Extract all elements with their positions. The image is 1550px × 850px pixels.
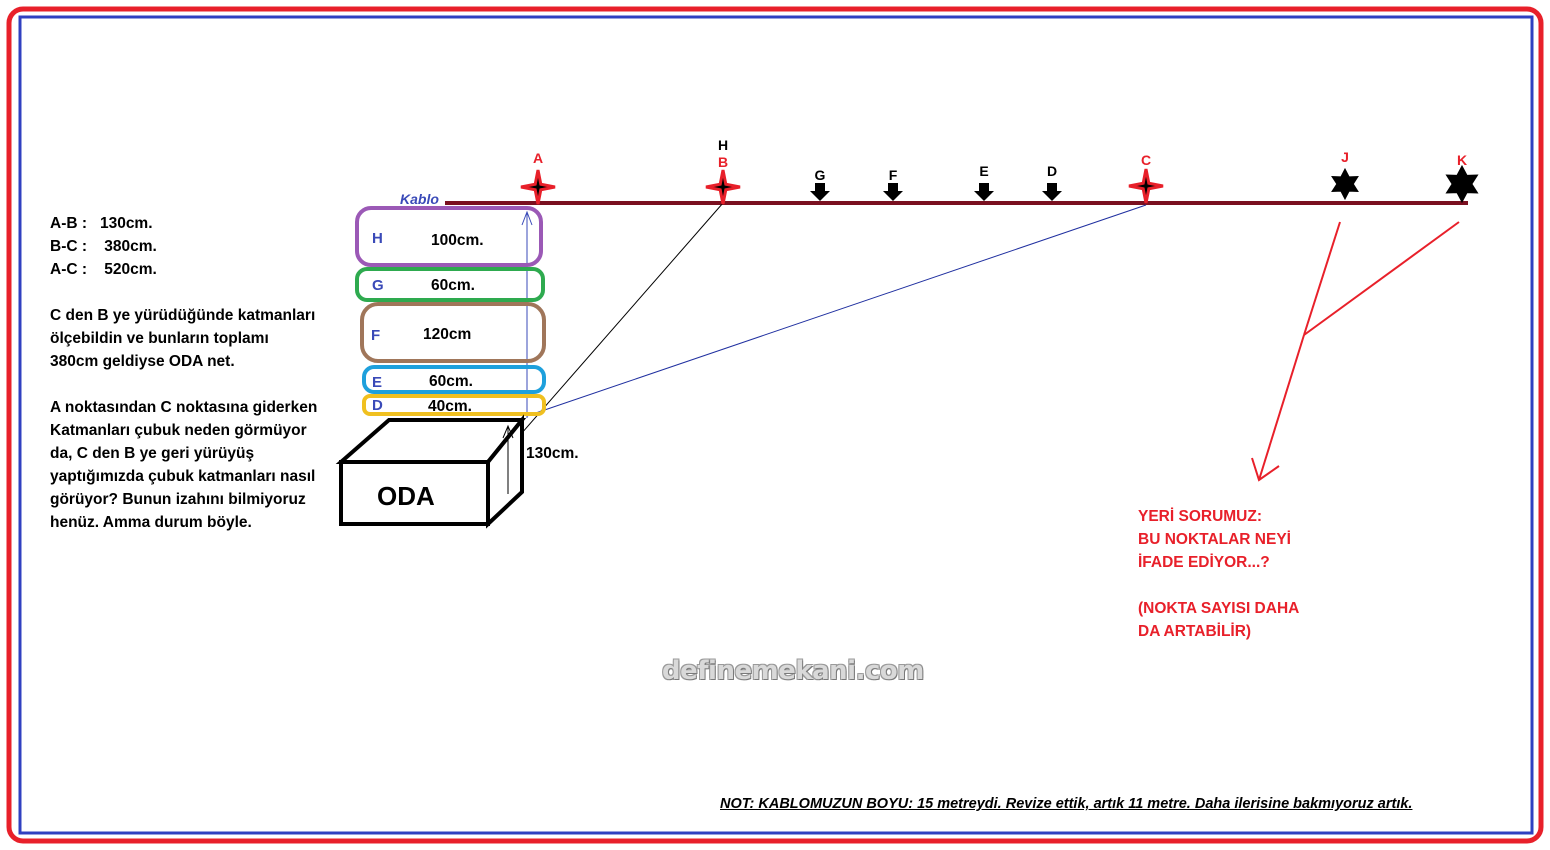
layer-e-value: 60cm. [429, 373, 473, 390]
layer-d-letter: D [372, 397, 383, 414]
point-f: F [883, 167, 903, 201]
point-a-label: A [533, 150, 543, 166]
paragraph1-line: ölçebildin ve bunların toplamı [50, 330, 269, 347]
cable-label: Kablo [400, 191, 439, 207]
layer-f-value: 120cm [423, 326, 471, 343]
point-f-label: F [889, 167, 898, 183]
outer-frame [6, 6, 1544, 844]
red-arrows [1251, 221, 1460, 482]
point-k: K [1445, 152, 1479, 204]
point-b: B [705, 154, 741, 205]
paragraph2-line: A noktasından C noktasına giderken [50, 399, 318, 416]
paragraph1-line: C den B ye yürüdüğünde katmanları [50, 307, 316, 324]
layer-f: F 120cm [360, 302, 546, 363]
layer-e: E 60cm. [362, 365, 546, 394]
point-j-marker [1331, 167, 1359, 201]
layer-g: G 60cm. [355, 267, 545, 302]
paragraph2-line: Katmanları çubuk neden görmüyor [50, 422, 307, 439]
layer-g-value: 60cm. [431, 277, 475, 294]
point-d-label: D [1047, 163, 1057, 179]
point-a: A [520, 150, 556, 205]
paragraph2-line: yaptığımızda çubuk katmanları nasıl [50, 468, 316, 485]
question-block: YERİ SORUMUZ: BU NOKTALAR NEYİ İFADE EDİ… [1138, 505, 1398, 643]
point-g: G [810, 167, 830, 201]
point-h-label: H [718, 137, 728, 153]
point-c-label: C [1141, 152, 1151, 168]
point-h: H [718, 137, 728, 153]
bottom-note: NOT: KABLOMUZUN BOYU: 15 metreydi. Reviz… [720, 796, 1413, 812]
point-e-label: E [979, 163, 988, 179]
point-a-marker [520, 169, 556, 205]
paragraph1-line: 380cm geldiyse ODA net. [50, 353, 235, 370]
layer-h-letter: H [372, 230, 383, 247]
layer-f-letter: F [371, 327, 380, 344]
layer-e-letter: E [372, 374, 382, 391]
point-c-marker [1128, 168, 1164, 204]
measurement-row: B-C : 380cm. [50, 238, 157, 255]
question-line: YERİ SORUMUZ: [1138, 508, 1262, 525]
layer-d-value: 40cm. [428, 398, 472, 415]
point-c: C [1128, 152, 1164, 204]
guide-arrow-a [521, 210, 533, 226]
point-b-marker [705, 169, 741, 205]
left-text-block: A-B : 130cm. B-C : 380cm. A-C : 520cm. C… [50, 212, 350, 534]
point-j-label: J [1341, 149, 1349, 165]
point-g-label: G [815, 167, 826, 183]
paragraph2-line: görüyor? Bunun izahını bilmiyoruz [50, 491, 306, 508]
inner-frame [18, 15, 1534, 835]
room-label: ODA [377, 481, 435, 511]
layer-d: D 40cm. [362, 394, 546, 416]
measurement-row: A-B : 130cm. [50, 215, 153, 232]
point-k-marker [1445, 164, 1479, 204]
paragraph2-line: henüz. Amma durum böyle. [50, 514, 252, 531]
layer-h: H 100cm. [355, 206, 543, 267]
measurement-row: A-C : 520cm. [50, 261, 157, 278]
point-e: E [974, 163, 994, 201]
question-line: İFADE EDİYOR...? [1138, 554, 1270, 571]
room-box: ODA [335, 414, 527, 529]
point-g-arrow [810, 183, 830, 201]
question-note-line: (NOKTA SAYISI DAHA [1138, 600, 1300, 617]
room-height-arrow [502, 424, 514, 439]
question-line: BU NOKTALAR NEYİ [1138, 531, 1291, 548]
question-note-line: DA ARTABİLİR) [1138, 623, 1252, 640]
layer-g-letter: G [372, 277, 384, 294]
cable-points: A HB G F E D C J K [520, 137, 1479, 205]
point-d: D [1042, 163, 1062, 201]
paragraph2-line: da, C den B ye geri yürüyüş [50, 445, 255, 462]
point-f-arrow [883, 183, 903, 201]
point-b-label: B [718, 154, 728, 170]
point-d-arrow [1042, 183, 1062, 201]
point-e-arrow [974, 183, 994, 201]
guide-line-c [526, 204, 1147, 417]
point-k-label: K [1457, 152, 1467, 168]
watermark: definemekani.com [662, 656, 924, 686]
point-j: J [1331, 149, 1359, 201]
room-height-label: 130cm. [526, 445, 579, 462]
guide-line-b [499, 202, 724, 459]
layer-h-value: 100cm. [431, 232, 484, 249]
